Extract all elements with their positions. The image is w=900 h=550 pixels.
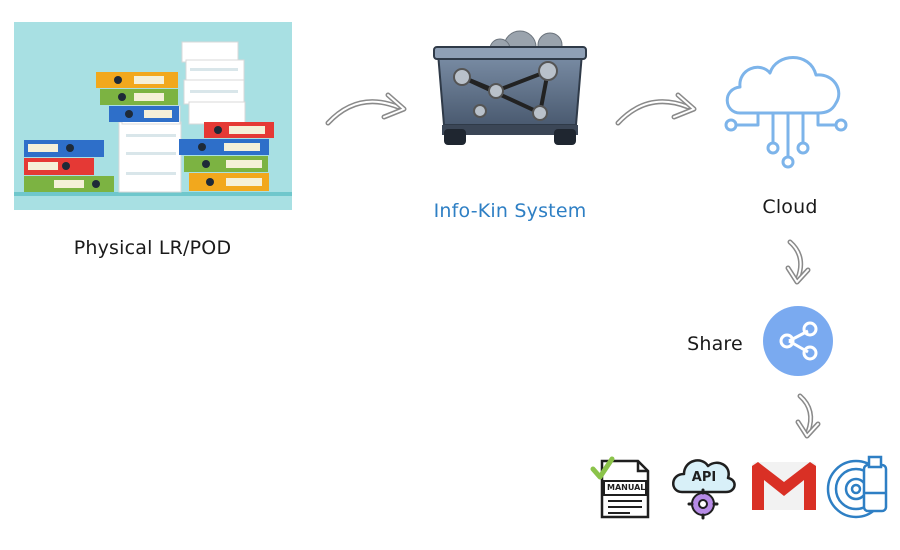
- machine-gears-icon: [433, 30, 587, 145]
- arrow-to-cloud-icon: [615, 92, 697, 126]
- cloud-label: Cloud: [762, 196, 818, 218]
- share-icon[interactable]: [762, 305, 834, 377]
- api-text: API: [691, 470, 717, 485]
- manual-document-icon[interactable]: MANUAL: [590, 455, 656, 521]
- system-label: Info-Kin System: [433, 200, 587, 222]
- arrow-to-system-icon: [325, 92, 407, 126]
- cd-usb-storage-icon[interactable]: [826, 455, 892, 521]
- gmail-icon[interactable]: [750, 458, 818, 514]
- arrow-to-share-icon: [785, 239, 811, 285]
- manual-text: MANUAL: [607, 483, 646, 492]
- physical-records-label: Physical LR/POD: [73, 237, 232, 259]
- cloud-network-icon: [724, 56, 848, 169]
- physical-records-image: [14, 22, 292, 210]
- share-label: Share: [687, 333, 743, 355]
- arrow-to-outputs-icon: [795, 393, 821, 439]
- file-stacks-illustration: [14, 41, 292, 196]
- api-gear-icon[interactable]: API: [668, 452, 738, 522]
